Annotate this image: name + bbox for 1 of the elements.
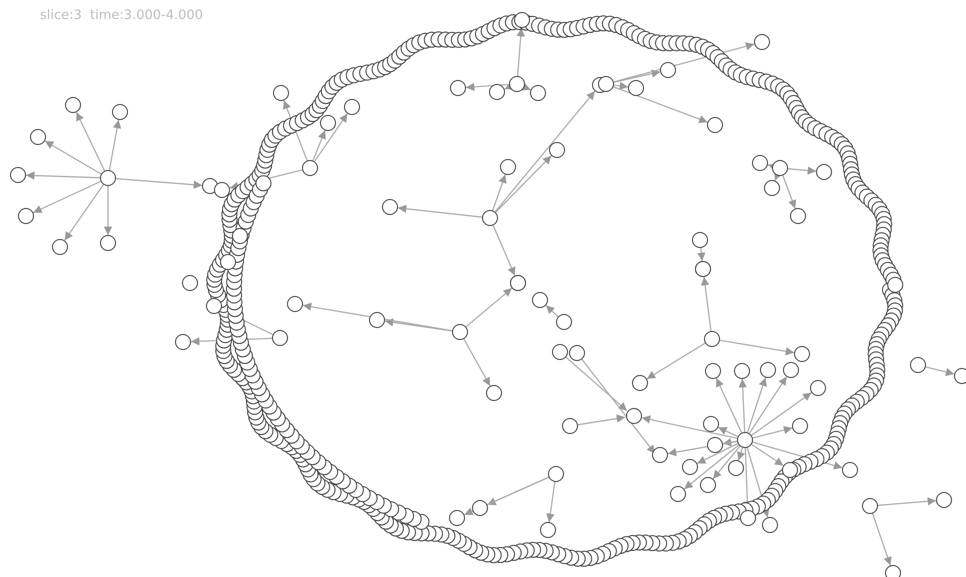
slice-time-caption: slice:3 time:3.000-4.000 (40, 8, 203, 23)
